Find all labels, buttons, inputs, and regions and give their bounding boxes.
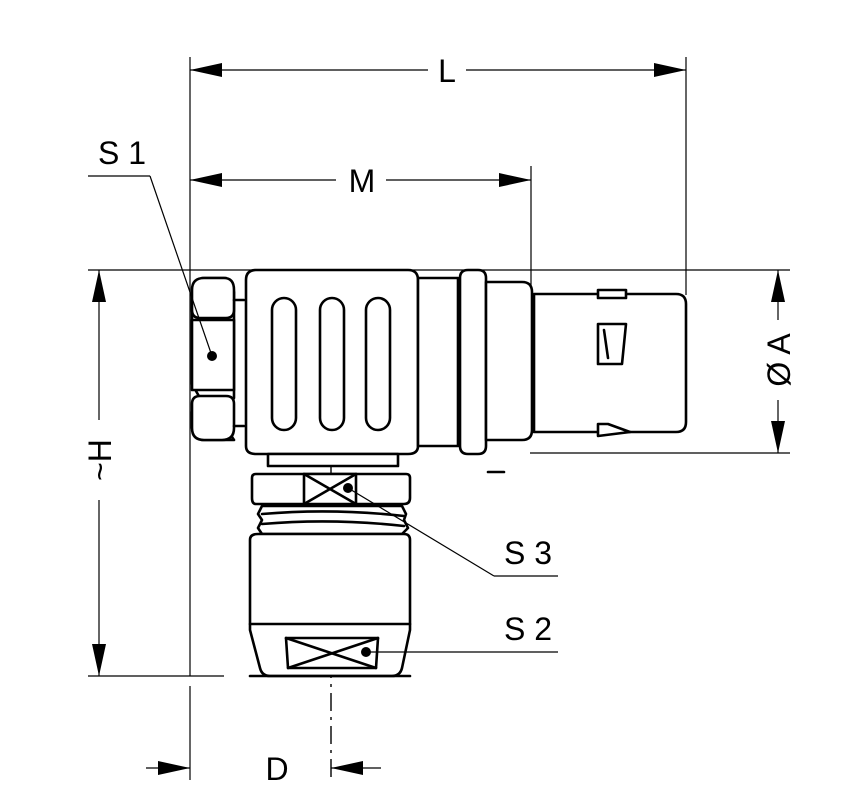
latch-window: [596, 322, 628, 366]
dimension-label-diameter-A: Ø A: [761, 333, 797, 387]
dimension-M: M: [190, 163, 531, 199]
grip-groove-1: [270, 296, 298, 432]
callout-label-s3: S 3: [504, 535, 552, 571]
hex-nut-s1: [190, 276, 246, 442]
dimension-diameter-A: Ø A: [761, 270, 797, 453]
dimension-label-H: ~H: [82, 439, 118, 481]
extension-lines: [88, 57, 790, 780]
dimension-label-D: D: [265, 751, 288, 787]
callout-s1: S 1: [88, 135, 217, 361]
coupling-sleeve: [416, 268, 534, 474]
dimension-L: L: [190, 53, 686, 89]
callout-label-s1: S 1: [98, 135, 146, 171]
dimension-D: D: [146, 751, 381, 787]
dimension-H: ~H: [82, 270, 118, 676]
cable-clamp-assembly: [248, 452, 412, 678]
callout-s2: S 2: [361, 611, 558, 657]
callout-s3: S 3: [343, 483, 558, 577]
connector-body: [244, 268, 420, 456]
dimension-label-L: L: [438, 53, 456, 89]
dimension-label-M: M: [349, 163, 376, 199]
callout-label-s2: S 2: [504, 611, 552, 647]
grip-groove-3: [364, 296, 392, 432]
grip-groove-2: [318, 296, 346, 432]
plug-insert: [532, 288, 688, 438]
